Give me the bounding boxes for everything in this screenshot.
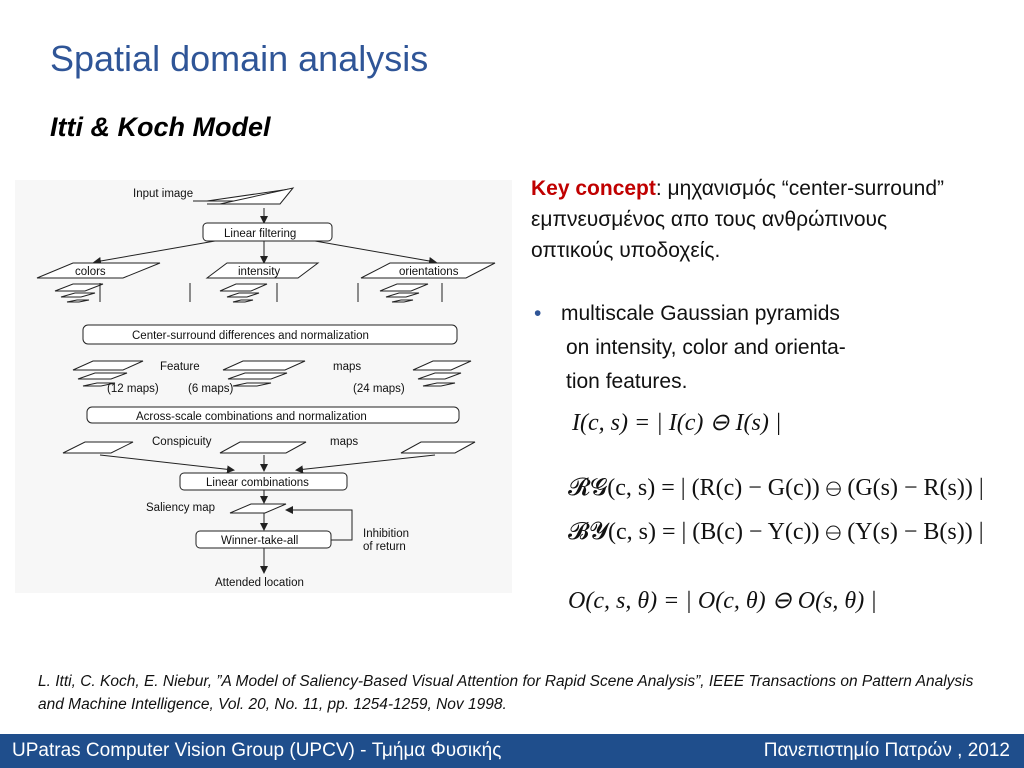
label-maps2: maps bbox=[330, 436, 358, 448]
diagram-svg: Input image Linear filtering colors inte… bbox=[36, 187, 496, 589]
equation-orientation: O(c, s, θ) = | O(c, θ) ⊖ O(s, θ) | bbox=[568, 588, 877, 614]
label-conspicuity: Conspicuity bbox=[152, 436, 212, 448]
label-24maps: (24 maps) bbox=[353, 383, 405, 395]
key-concept-paragraph: Key concept: μηχανισμός “center-surround… bbox=[531, 173, 951, 266]
label-center-surround: Center-surround differences and normaliz… bbox=[132, 330, 369, 342]
label-of-return: of return bbox=[363, 541, 406, 553]
label-wta: Winner-take-all bbox=[221, 535, 298, 547]
label-colors: colors bbox=[75, 266, 106, 278]
label-linear-filtering: Linear filtering bbox=[224, 228, 296, 240]
bullet-line-3: tion features. bbox=[566, 370, 688, 393]
reference-citation: L. Itti, C. Koch, E. Niebur, ”A Model of… bbox=[38, 673, 974, 713]
equation-rg: 𝓡𝓖(c, s) = | (R(c) − G(c)) ⊖ (G(s) − R(s… bbox=[568, 475, 984, 501]
saliency-map-plane bbox=[229, 503, 287, 514]
center-surround-box bbox=[82, 324, 458, 345]
itti-koch-diagram: Input image Linear filtering colors inte… bbox=[15, 180, 512, 593]
label-saliency-map: Saliency map bbox=[146, 502, 215, 514]
label-feature: Feature bbox=[160, 361, 200, 373]
equation-by: 𝓑𝓨(c, s) = | (B(c) − Y(c)) ⊖ (Y(s) − B(s… bbox=[568, 519, 984, 545]
footer-left-text: UPatras Computer Vision Group (UPCV) - Τ… bbox=[12, 740, 502, 761]
slide-title: Spatial domain analysis bbox=[50, 38, 429, 79]
key-concept-label: Key concept bbox=[531, 177, 656, 200]
footer-bar: UPatras Computer Vision Group (UPCV) - Τ… bbox=[0, 734, 1024, 768]
bullet-dot-icon: • bbox=[534, 302, 542, 325]
orientations-plane bbox=[360, 262, 496, 279]
input-image-shape bbox=[207, 187, 295, 205]
linear-filtering-box bbox=[202, 222, 333, 242]
label-maps1: maps bbox=[333, 361, 361, 373]
footer-right-text: Πανεπιστημίο Πατρών , 2012 bbox=[763, 740, 1010, 761]
bullet-line-1: multiscale Gaussian pyramids bbox=[561, 302, 840, 325]
label-attended-location: Attended location bbox=[215, 577, 304, 589]
key-concept-text: : μηχανισμός “center-surround” εμπνευσμέ… bbox=[531, 177, 945, 262]
equation-intensity: I(c, s) = | I(c) ⊖ I(s) | bbox=[572, 410, 782, 436]
bullet-line-2: on intensity, color and orienta- bbox=[566, 336, 846, 359]
label-12maps: (12 maps) bbox=[107, 383, 159, 395]
label-orientations: orientations bbox=[399, 266, 459, 278]
label-intensity: intensity bbox=[238, 266, 280, 278]
across-scale-box bbox=[86, 406, 460, 424]
label-6maps: (6 maps) bbox=[188, 383, 234, 395]
colors-plane bbox=[36, 262, 161, 279]
label-linear-combinations: Linear combinations bbox=[206, 477, 309, 489]
intensity-plane bbox=[205, 262, 320, 279]
slide-subtitle: Itti & Koch Model bbox=[50, 112, 271, 142]
label-inhibition: Inhibition bbox=[363, 528, 409, 540]
label-input-image: Input image bbox=[133, 188, 193, 200]
label-across-scale: Across-scale combinations and normalizat… bbox=[136, 411, 367, 423]
